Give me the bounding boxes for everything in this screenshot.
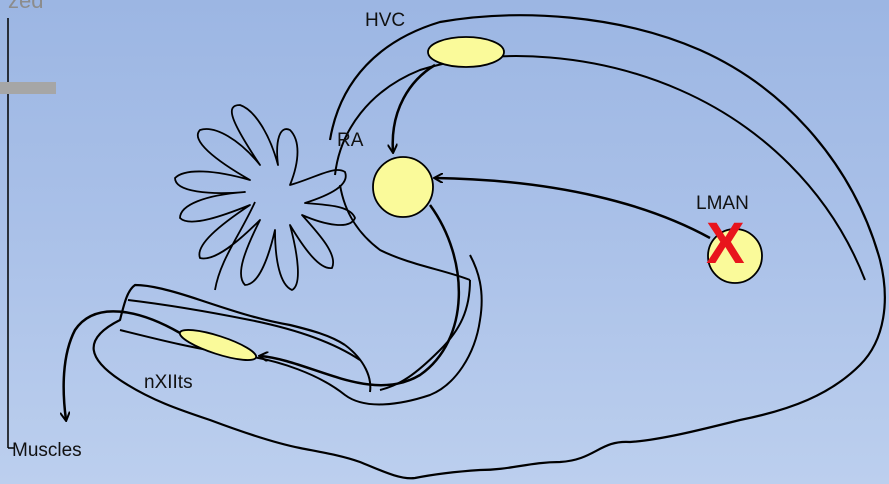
partial-text: zed xyxy=(8,0,43,14)
ra-label: RA xyxy=(337,130,363,152)
gray-bar xyxy=(0,82,56,94)
hvc-nucleus xyxy=(428,37,504,67)
hvc-to-ra-arrow xyxy=(393,65,435,152)
lesion-x-mark: X xyxy=(706,215,745,273)
cerebellum xyxy=(175,105,355,290)
nxiits-label: nXIIts xyxy=(144,372,193,394)
lman-to-ra-arrow xyxy=(435,178,710,238)
nxiits-nucleus xyxy=(177,324,259,366)
hvc-label: HVC xyxy=(365,10,405,32)
ra-nucleus xyxy=(373,157,433,217)
brain-outline xyxy=(94,15,885,478)
muscles-label: Muscles xyxy=(12,440,82,462)
